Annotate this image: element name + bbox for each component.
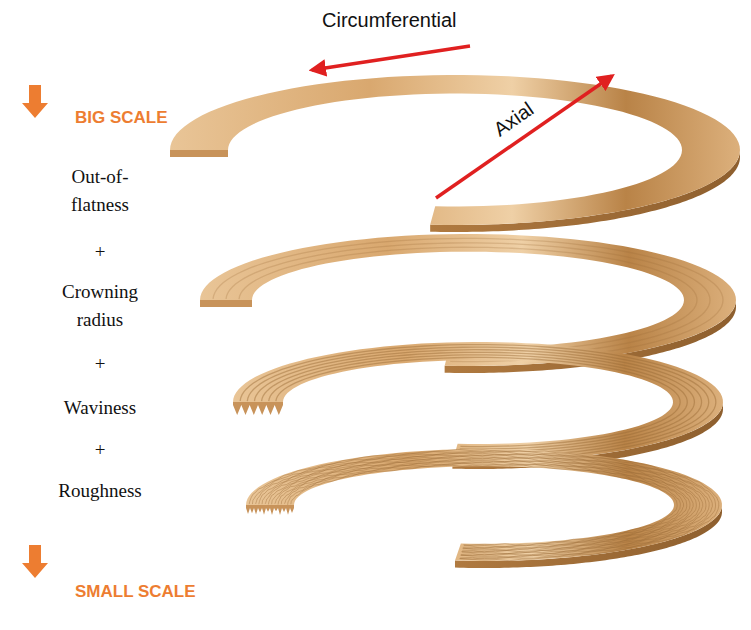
texture-stripe <box>269 355 688 449</box>
scale-label: BIG SCALE <box>75 106 168 131</box>
ring-cut-end <box>233 402 283 415</box>
texture-stripe <box>226 243 710 357</box>
texture-stripe <box>276 357 680 446</box>
texture-stripe <box>249 449 719 560</box>
texture-stripe <box>284 462 683 549</box>
circumferential-arrow <box>312 46 470 70</box>
ring-cut-end <box>200 300 252 307</box>
component-label: + <box>80 350 120 378</box>
small-scale-arrow <box>22 545 48 578</box>
ring-surfaces <box>170 75 740 568</box>
scale-label: SMALL SCALE <box>75 580 196 605</box>
texture-stripe <box>278 460 690 551</box>
ring-surface <box>246 449 722 561</box>
texture-stripe <box>256 452 713 559</box>
ring-surface <box>233 342 723 462</box>
ring-cut-end <box>246 505 294 515</box>
texture-stripe <box>268 456 699 554</box>
component-label: Crowning radius <box>45 278 155 333</box>
texture-stripe <box>281 461 687 548</box>
direction-label: Axial <box>488 95 540 144</box>
component-label: Out-of- flatness <box>55 163 145 218</box>
texture-stripe <box>254 350 701 455</box>
texture-stripe <box>272 458 697 552</box>
ring-cut-end <box>170 150 228 157</box>
texture-stripe <box>275 458 693 551</box>
component-label: + <box>80 436 120 464</box>
texture-stripe <box>265 455 703 555</box>
ring-surface <box>170 75 740 225</box>
texture-stripe <box>259 453 709 557</box>
texture-stripe <box>252 451 715 559</box>
texture-stripe <box>291 465 677 546</box>
direction-label: Circumferential <box>322 6 456 35</box>
component-label: Roughness <box>30 477 170 505</box>
texture-stripe <box>262 454 706 555</box>
axial-arrow <box>436 76 612 198</box>
component-label: Waviness <box>30 394 170 422</box>
texture-stripe <box>239 247 697 352</box>
big-scale-arrow <box>22 85 48 118</box>
texture-stripe <box>262 352 695 451</box>
component-label: + <box>80 238 120 266</box>
texture-stripe <box>247 347 708 457</box>
texture-stripe <box>240 345 716 460</box>
texture-stripe <box>288 463 681 546</box>
